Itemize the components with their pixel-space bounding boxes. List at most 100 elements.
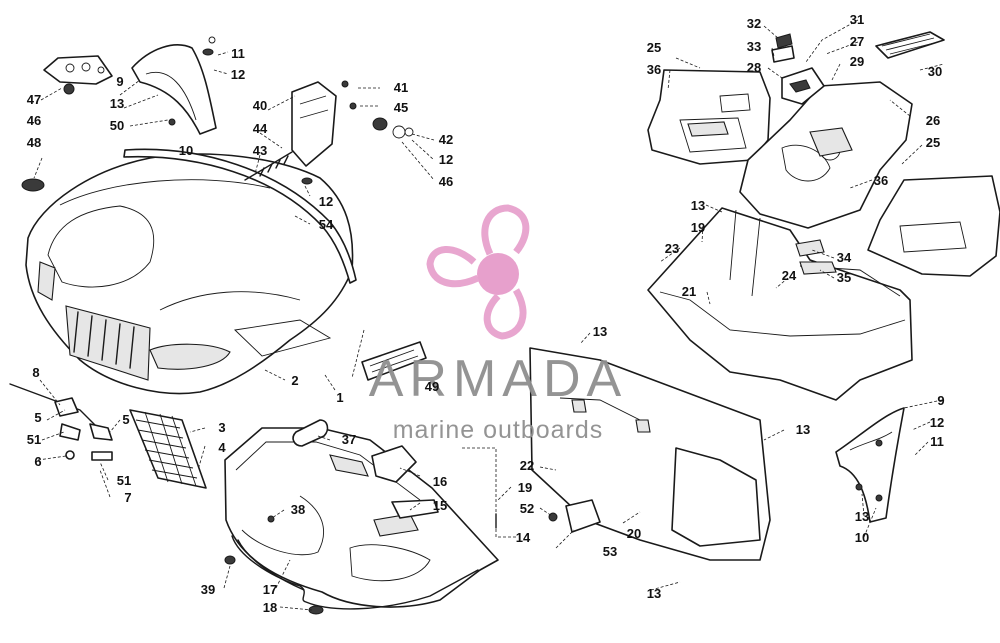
armada-logo: ARMADA marine outboards: [369, 204, 627, 444]
callout-40: 40: [253, 98, 267, 113]
callout-45: 45: [394, 100, 408, 115]
callout-12c: 12: [319, 194, 333, 209]
callout-33: 33: [747, 39, 761, 54]
callout-9b: 9: [937, 393, 944, 408]
callout-32: 32: [747, 16, 761, 31]
callout-13c: 13: [796, 422, 810, 437]
callout-51b: 51: [117, 473, 131, 488]
callout-38: 38: [291, 502, 305, 517]
callout-39: 39: [201, 582, 215, 597]
callout-6: 6: [34, 454, 41, 469]
callout-13d: 13: [647, 586, 661, 601]
callout-13f: 13: [855, 509, 869, 524]
seat-base-right: [867, 175, 1000, 277]
hood-side-cover: [244, 80, 414, 185]
callout-12b: 12: [439, 152, 453, 167]
callout-17: 17: [263, 582, 277, 597]
callout-43: 43: [253, 143, 267, 158]
callout-30: 30: [928, 64, 942, 79]
callout-22: 22: [520, 458, 534, 473]
callout-11b: 11: [930, 434, 944, 449]
callout-11: 11: [231, 46, 245, 61]
hood-latch-bracket: [43, 55, 113, 95]
callout-46: 46: [27, 113, 41, 128]
logo-blade-right: [483, 288, 527, 340]
callout-25b: 25: [926, 135, 940, 150]
callout-51a: 51: [27, 432, 41, 447]
callout-28: 28: [747, 60, 761, 75]
callout-12d: 12: [930, 415, 944, 430]
callout-24: 24: [782, 268, 797, 283]
tub-side-bracket: [371, 445, 439, 519]
logo-blade-left: [426, 246, 480, 288]
callout-50: 50: [110, 118, 124, 133]
center-console: [739, 33, 913, 229]
rear-fender-right: [835, 407, 905, 523]
callout-5b: 5: [122, 412, 129, 427]
callout-42: 42: [439, 132, 453, 147]
callout-15: 15: [433, 498, 447, 513]
callout-8: 8: [32, 365, 39, 380]
callout-31: 31: [850, 12, 864, 27]
leader-lines: [33, 19, 945, 611]
callout-9: 9: [116, 74, 123, 89]
tub-decal-plate: [351, 329, 427, 381]
callout-13b: 13: [593, 324, 607, 339]
callout-35: 35: [837, 270, 851, 285]
callout-3: 3: [218, 420, 225, 435]
callout-1: 1: [336, 390, 343, 405]
callout-54: 54: [319, 217, 334, 232]
callout-47: 47: [27, 92, 41, 107]
callout-18: 18: [263, 600, 277, 615]
callout-26: 26: [926, 113, 940, 128]
tub-lid-cylinder: [292, 419, 329, 447]
console-decal: [875, 31, 945, 59]
logo-center-disc: [477, 253, 519, 295]
front-hood: [25, 153, 354, 395]
callout-25a: 25: [647, 40, 661, 55]
callout-29: 29: [850, 54, 864, 69]
callout-34: 34: [837, 250, 852, 265]
hood-prop-rod: [9, 383, 113, 461]
hood-trim-strip: [123, 148, 357, 284]
callout-2: 2: [291, 373, 298, 388]
watermark-brand: ARMADA: [369, 350, 627, 408]
callout-49: 49: [425, 379, 439, 394]
front-fender-left: [131, 36, 217, 135]
callout-37: 37: [342, 432, 356, 447]
seat-base-left: [647, 69, 771, 165]
front-grille-panel: [129, 409, 207, 489]
callout-36b: 36: [874, 173, 888, 188]
watermark-tagline: marine outboards: [393, 416, 604, 444]
callout-12: 12: [231, 67, 245, 82]
callout-36a: 36: [647, 62, 661, 77]
front-storage-tub: [224, 427, 499, 610]
logo-blade-top: [481, 204, 530, 256]
hood-emblem: [21, 178, 45, 192]
callout-19b: 19: [691, 220, 705, 235]
callout-44: 44: [253, 121, 268, 136]
floor-panel: [647, 207, 913, 401]
callout-23: 23: [665, 241, 679, 256]
callout-52: 52: [520, 501, 534, 516]
callout-19a: 19: [518, 480, 532, 495]
callout-7: 7: [124, 490, 131, 505]
callout-46b: 46: [439, 174, 453, 189]
callout-labels: 47 46 48 9 13 50 10 11 12 40 44 43 41 45…: [27, 12, 945, 615]
callout-14: 14: [516, 530, 531, 545]
callout-20: 20: [627, 526, 641, 541]
callout-27: 27: [850, 34, 864, 49]
callout-10b: 10: [855, 530, 869, 545]
callout-41: 41: [394, 80, 408, 95]
callout-13: 13: [110, 96, 124, 111]
callout-10: 10: [179, 143, 193, 158]
callout-16: 16: [433, 474, 447, 489]
callout-21: 21: [682, 284, 696, 299]
callout-4: 4: [218, 440, 226, 455]
rear-fender-panel: [529, 347, 771, 561]
callout-13e: 13: [691, 198, 705, 213]
callout-53: 53: [603, 544, 617, 559]
callout-48: 48: [27, 135, 41, 150]
callout-5a: 5: [34, 410, 41, 425]
